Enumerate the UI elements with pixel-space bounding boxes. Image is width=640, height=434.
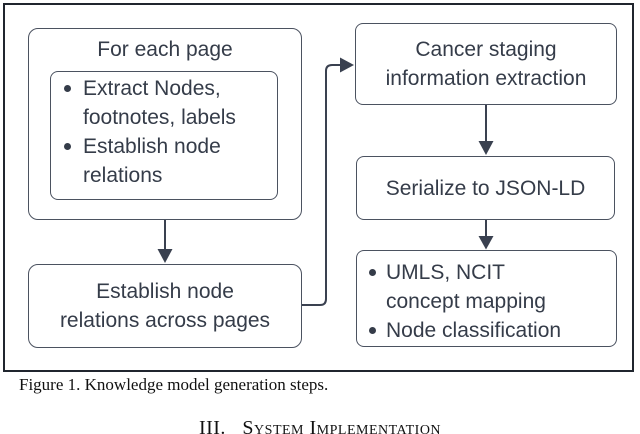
list-item: Node classification (369, 316, 616, 345)
flow-box-label: Serialize to JSON-LD (385, 176, 586, 200)
flow-box-serialize-jsonld: Serialize to JSON-LD (356, 156, 615, 220)
list-item-label: UMLS, NCIT concept mapping (386, 261, 546, 313)
flow-box-label: Establish node relations across pages (59, 280, 271, 332)
list-item-label: Extract Nodes, footnotes, labels (83, 77, 236, 129)
flow-box-title: For each page (97, 38, 233, 61)
flow-box-concept-mapping: UMLS, NCIT concept mapping Node classifi… (356, 250, 617, 347)
list-item-label: Establish node relations (83, 135, 221, 187)
flow-box-cancer-staging: Cancer staging information extraction (355, 23, 617, 105)
section-heading: III. System Implementation (198, 417, 442, 434)
flow-box-page-steps: Extract Nodes, footnotes, labels Establi… (50, 71, 278, 200)
list-item: Extract Nodes, footnotes, labels (64, 74, 277, 132)
mapping-steps-list: UMLS, NCIT concept mapping Node classifi… (357, 251, 616, 345)
flow-box-label: Cancer staging information extraction (385, 38, 587, 90)
bullet-dot-icon (64, 85, 71, 92)
figure-caption: Figure 1. Knowledge model generation ste… (19, 375, 329, 394)
list-item: Establish node relations (64, 132, 277, 190)
bullet-dot-icon (369, 269, 376, 276)
bullet-dot-icon (369, 327, 376, 334)
page-steps-list: Extract Nodes, footnotes, labels Establi… (51, 72, 277, 190)
bullet-dot-icon (64, 143, 71, 150)
flow-box-across-pages: Establish node relations across pages (28, 264, 302, 348)
list-item-label: Node classification (386, 319, 562, 342)
list-item: UMLS, NCIT concept mapping (369, 258, 616, 316)
